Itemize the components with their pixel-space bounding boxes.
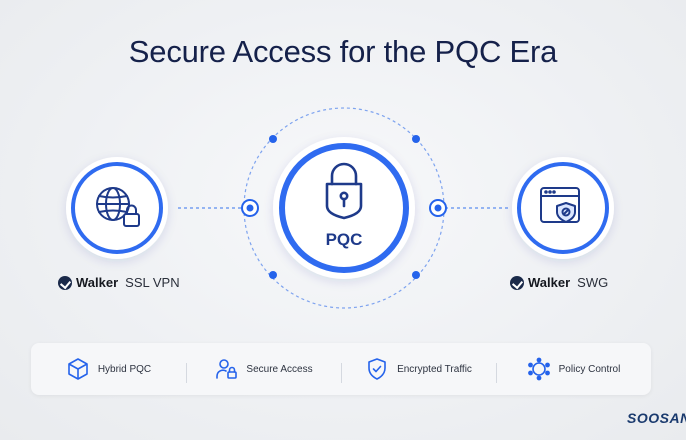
brand-walker-ssl-vpn: Walker SSL VPN [58, 275, 180, 290]
feature-label: Hybrid PQC [97, 363, 152, 375]
padlock-icon [325, 162, 363, 220]
walker-logo-icon [510, 275, 524, 290]
brand-walker-swg: Walker SWG [510, 275, 608, 290]
user-lock-icon [216, 359, 238, 379]
feature-hybrid-pqc: Hybrid PQC [31, 357, 186, 381]
orbit-dot [412, 271, 420, 279]
brand-name: Walker [76, 275, 119, 290]
page-title: Secure Access for the PQC Era [128, 34, 558, 69]
walker-logo-icon [58, 275, 72, 290]
feature-bar: Hybrid PQC Secure Access Encrypted Traff… [31, 343, 651, 395]
orbit-dot [269, 135, 277, 143]
cube-icon [68, 358, 88, 380]
center-label: PQC [325, 230, 363, 249]
feature-label: Encrypted Traffic [397, 363, 472, 375]
center-node [273, 137, 415, 279]
feature-encrypted-traffic: Encrypted Traffic [341, 357, 496, 383]
orbit-dot [269, 271, 277, 279]
company-logo: SOOSAN [627, 410, 686, 426]
product-name: SSL VPN [125, 275, 180, 290]
globe-lock-icon [96, 187, 140, 227]
orbit-dot [412, 135, 420, 143]
feature-label: Secure Access [246, 363, 313, 375]
feature-secure-access: Secure Access [186, 357, 341, 383]
feature-label: Policy Control [558, 363, 621, 375]
left-connector-node [241, 199, 259, 217]
gear-nodes-icon [527, 357, 550, 381]
browser-shield-icon [540, 187, 580, 223]
brand-name: Walker [528, 275, 571, 290]
shield-check-icon [368, 358, 386, 380]
right-connector-node [429, 199, 447, 217]
left-node [66, 157, 168, 259]
product-name: SWG [577, 275, 609, 290]
feature-policy-control: Policy Control [496, 357, 651, 383]
